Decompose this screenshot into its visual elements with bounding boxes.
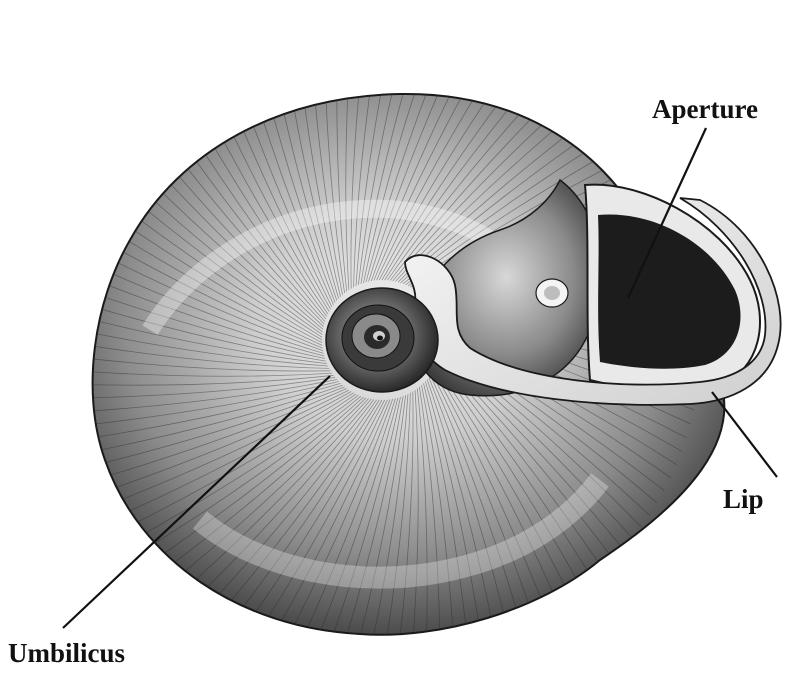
lip-label: Lip	[723, 486, 764, 513]
umbilicus-label: Umbilicus	[8, 640, 125, 667]
aperture-label: Aperture	[652, 96, 758, 123]
lip-leader-line	[712, 392, 777, 477]
umbilicus	[326, 288, 438, 392]
